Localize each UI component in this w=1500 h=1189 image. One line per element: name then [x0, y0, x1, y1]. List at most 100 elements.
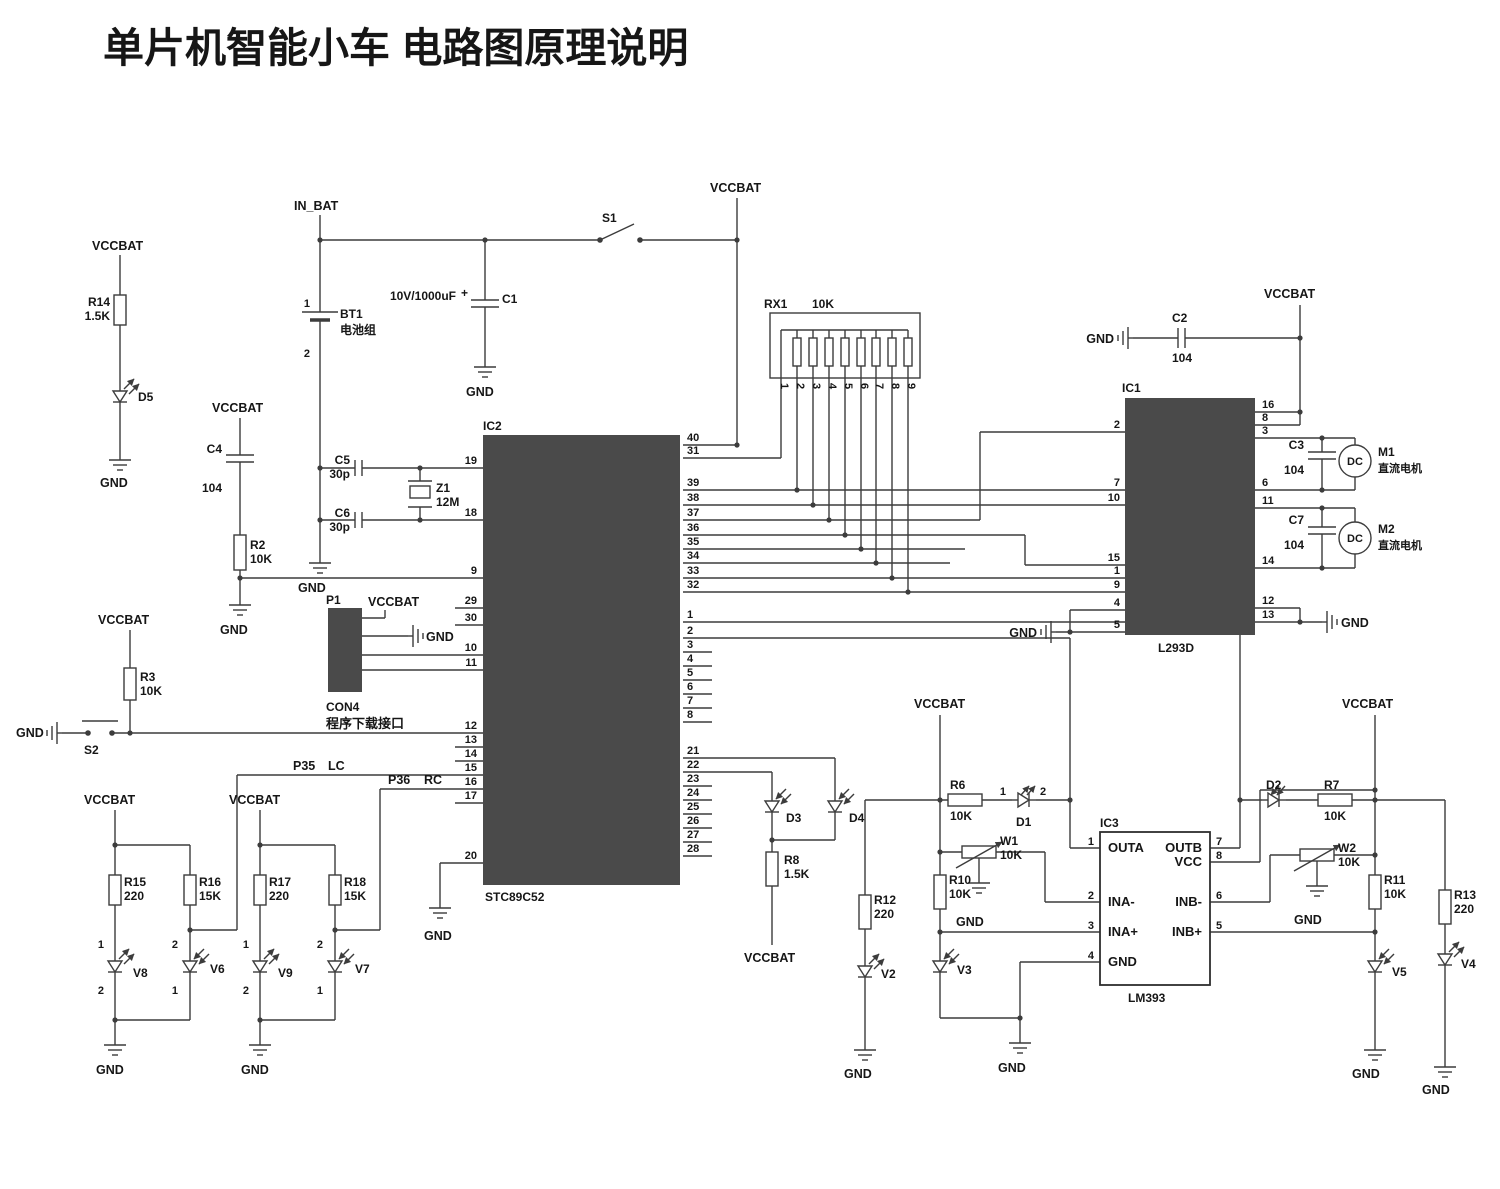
c6-value: 30p: [329, 520, 350, 534]
ic2-pin-37: 37: [687, 507, 699, 519]
rx1-pin-9: 9: [905, 383, 917, 389]
v6-designator: V6: [210, 962, 225, 976]
ic2-pin-23: 23: [687, 773, 699, 785]
r8-value: 1.5K: [784, 867, 810, 881]
p1-part-number: CON4: [326, 700, 360, 714]
resistor-r10: [933, 874, 947, 910]
ic3-label-ina-plus: INA+: [1108, 924, 1138, 939]
bt1-pin-1: 1: [304, 298, 310, 310]
net-label-gnd: GND: [1294, 913, 1322, 927]
wires-s2-r3: [62, 630, 483, 734]
ic3-pin-6: 6: [1216, 890, 1222, 902]
ic2-pin-20: 20: [465, 850, 477, 862]
ic1-pin-6: 6: [1262, 477, 1268, 489]
resistor-r17: [253, 874, 267, 906]
ic3-body: [1099, 831, 1211, 986]
net-label-vccbat: VCCBAT: [212, 401, 264, 415]
ic1-designator: IC1: [1122, 381, 1141, 395]
v4-designator: V4: [1461, 957, 1476, 971]
rx1-pin-5: 5: [842, 383, 854, 389]
net-label-gnd: GND: [426, 630, 454, 644]
ic3-pin-3: 3: [1088, 920, 1094, 932]
r18-value: 15K: [344, 889, 366, 903]
rx1-pin-3: 3: [810, 383, 822, 389]
c3-value: 104: [1284, 463, 1304, 477]
net-label-gnd: GND: [844, 1067, 872, 1081]
net-label-gnd: GND: [1009, 626, 1037, 640]
v3-designator: V3: [957, 963, 972, 977]
ic1-pin-7: 7: [1114, 477, 1120, 489]
r15-value: 220: [124, 889, 144, 903]
ic1-pin-3: 3: [1262, 425, 1268, 437]
c3-designator: C3: [1289, 438, 1305, 452]
r6-value: 10K: [950, 809, 972, 823]
wires-p1-connector: [362, 607, 483, 671]
ic2-pin-26: 26: [687, 815, 699, 827]
net-label-gnd: GND: [96, 1063, 124, 1077]
ic2-pin-25: 25: [687, 801, 699, 813]
v2-designator: V2: [881, 967, 896, 981]
w2-designator: W2: [1338, 841, 1356, 855]
net-label-gnd: GND: [998, 1061, 1026, 1075]
r13-designator: R13: [1454, 888, 1476, 902]
ic2-pin-11: 11: [465, 657, 477, 669]
ic2-pin-4: 4: [687, 653, 694, 665]
ic2-pin-27: 27: [687, 829, 699, 841]
ic2-designator: IC2: [483, 419, 502, 433]
r11-value: 10K: [1384, 887, 1406, 901]
c7-designator: C7: [1289, 513, 1305, 527]
r8-designator: R8: [784, 853, 800, 867]
net-label-vccbat: VCCBAT: [84, 793, 136, 807]
net-label-vccbat: VCCBAT: [744, 951, 796, 965]
net-label-gnd: GND: [1352, 1067, 1380, 1081]
wires-crystal-reset: [226, 418, 483, 600]
net-label-rc: RC: [424, 773, 442, 787]
ic2-pin-31: 31: [687, 445, 699, 457]
rx1-pin-6: 6: [858, 383, 870, 389]
ic1-pin-9: 9: [1114, 579, 1120, 591]
p1-caption: 程序下载接口: [326, 716, 404, 731]
net-label-gnd: GND: [466, 385, 494, 399]
ic1-pin-14: 14: [1262, 555, 1275, 567]
ic3-label-inb-plus: INB+: [1172, 924, 1202, 939]
c5-designator: C5: [335, 453, 351, 467]
net-label-gnd: GND: [1086, 332, 1114, 346]
page-title: 单片机智能小车 电路图原理说明: [103, 25, 688, 71]
m2-core-label: DC: [1347, 533, 1363, 545]
resistor-r13: [1438, 889, 1452, 925]
ic2-pin-1: 1: [687, 609, 693, 621]
c6-designator: C6: [335, 506, 351, 520]
c7-value: 104: [1284, 538, 1304, 552]
ic1-pin-16: 16: [1262, 399, 1274, 411]
ic2-pin-17: 17: [465, 790, 477, 802]
ic2-pin-30: 30: [465, 612, 477, 624]
ic2-pin-24: 24: [687, 787, 700, 799]
ic1-pin-4: 4: [1114, 597, 1121, 609]
ic3-label-inb-minus: INB-: [1175, 894, 1202, 909]
r3-value: 10K: [140, 684, 162, 698]
s2-designator: S2: [84, 743, 99, 757]
v8-pin-bottom: 2: [98, 985, 104, 997]
motor-m1: [1338, 444, 1372, 478]
motor-m2: [1338, 521, 1372, 555]
ic2-pin-15: 15: [465, 762, 477, 774]
ic3-label-gnd: GND: [1108, 954, 1137, 969]
c1-polarity: +: [461, 286, 468, 300]
net-label-gnd: GND: [298, 581, 326, 595]
c4-designator: C4: [207, 442, 223, 456]
net-label-gnd: GND: [424, 929, 452, 943]
net-label-gnd: GND: [956, 915, 984, 929]
junction-dots: [85, 237, 1378, 1023]
resistor-r3: [123, 667, 137, 701]
ic2-pin-12: 12: [465, 720, 477, 732]
net-label-p35: P35: [293, 759, 315, 773]
v9-pin-bottom: 2: [243, 985, 249, 997]
r10-value: 10K: [949, 887, 971, 901]
resistor-r15: [108, 874, 122, 906]
m1-designator: M1: [1378, 445, 1395, 459]
net-label-vccbat: VCCBAT: [1342, 697, 1394, 711]
r15-designator: R15: [124, 875, 146, 889]
net-label-gnd: GND: [1422, 1083, 1450, 1097]
ic3-pin-7: 7: [1216, 836, 1222, 848]
